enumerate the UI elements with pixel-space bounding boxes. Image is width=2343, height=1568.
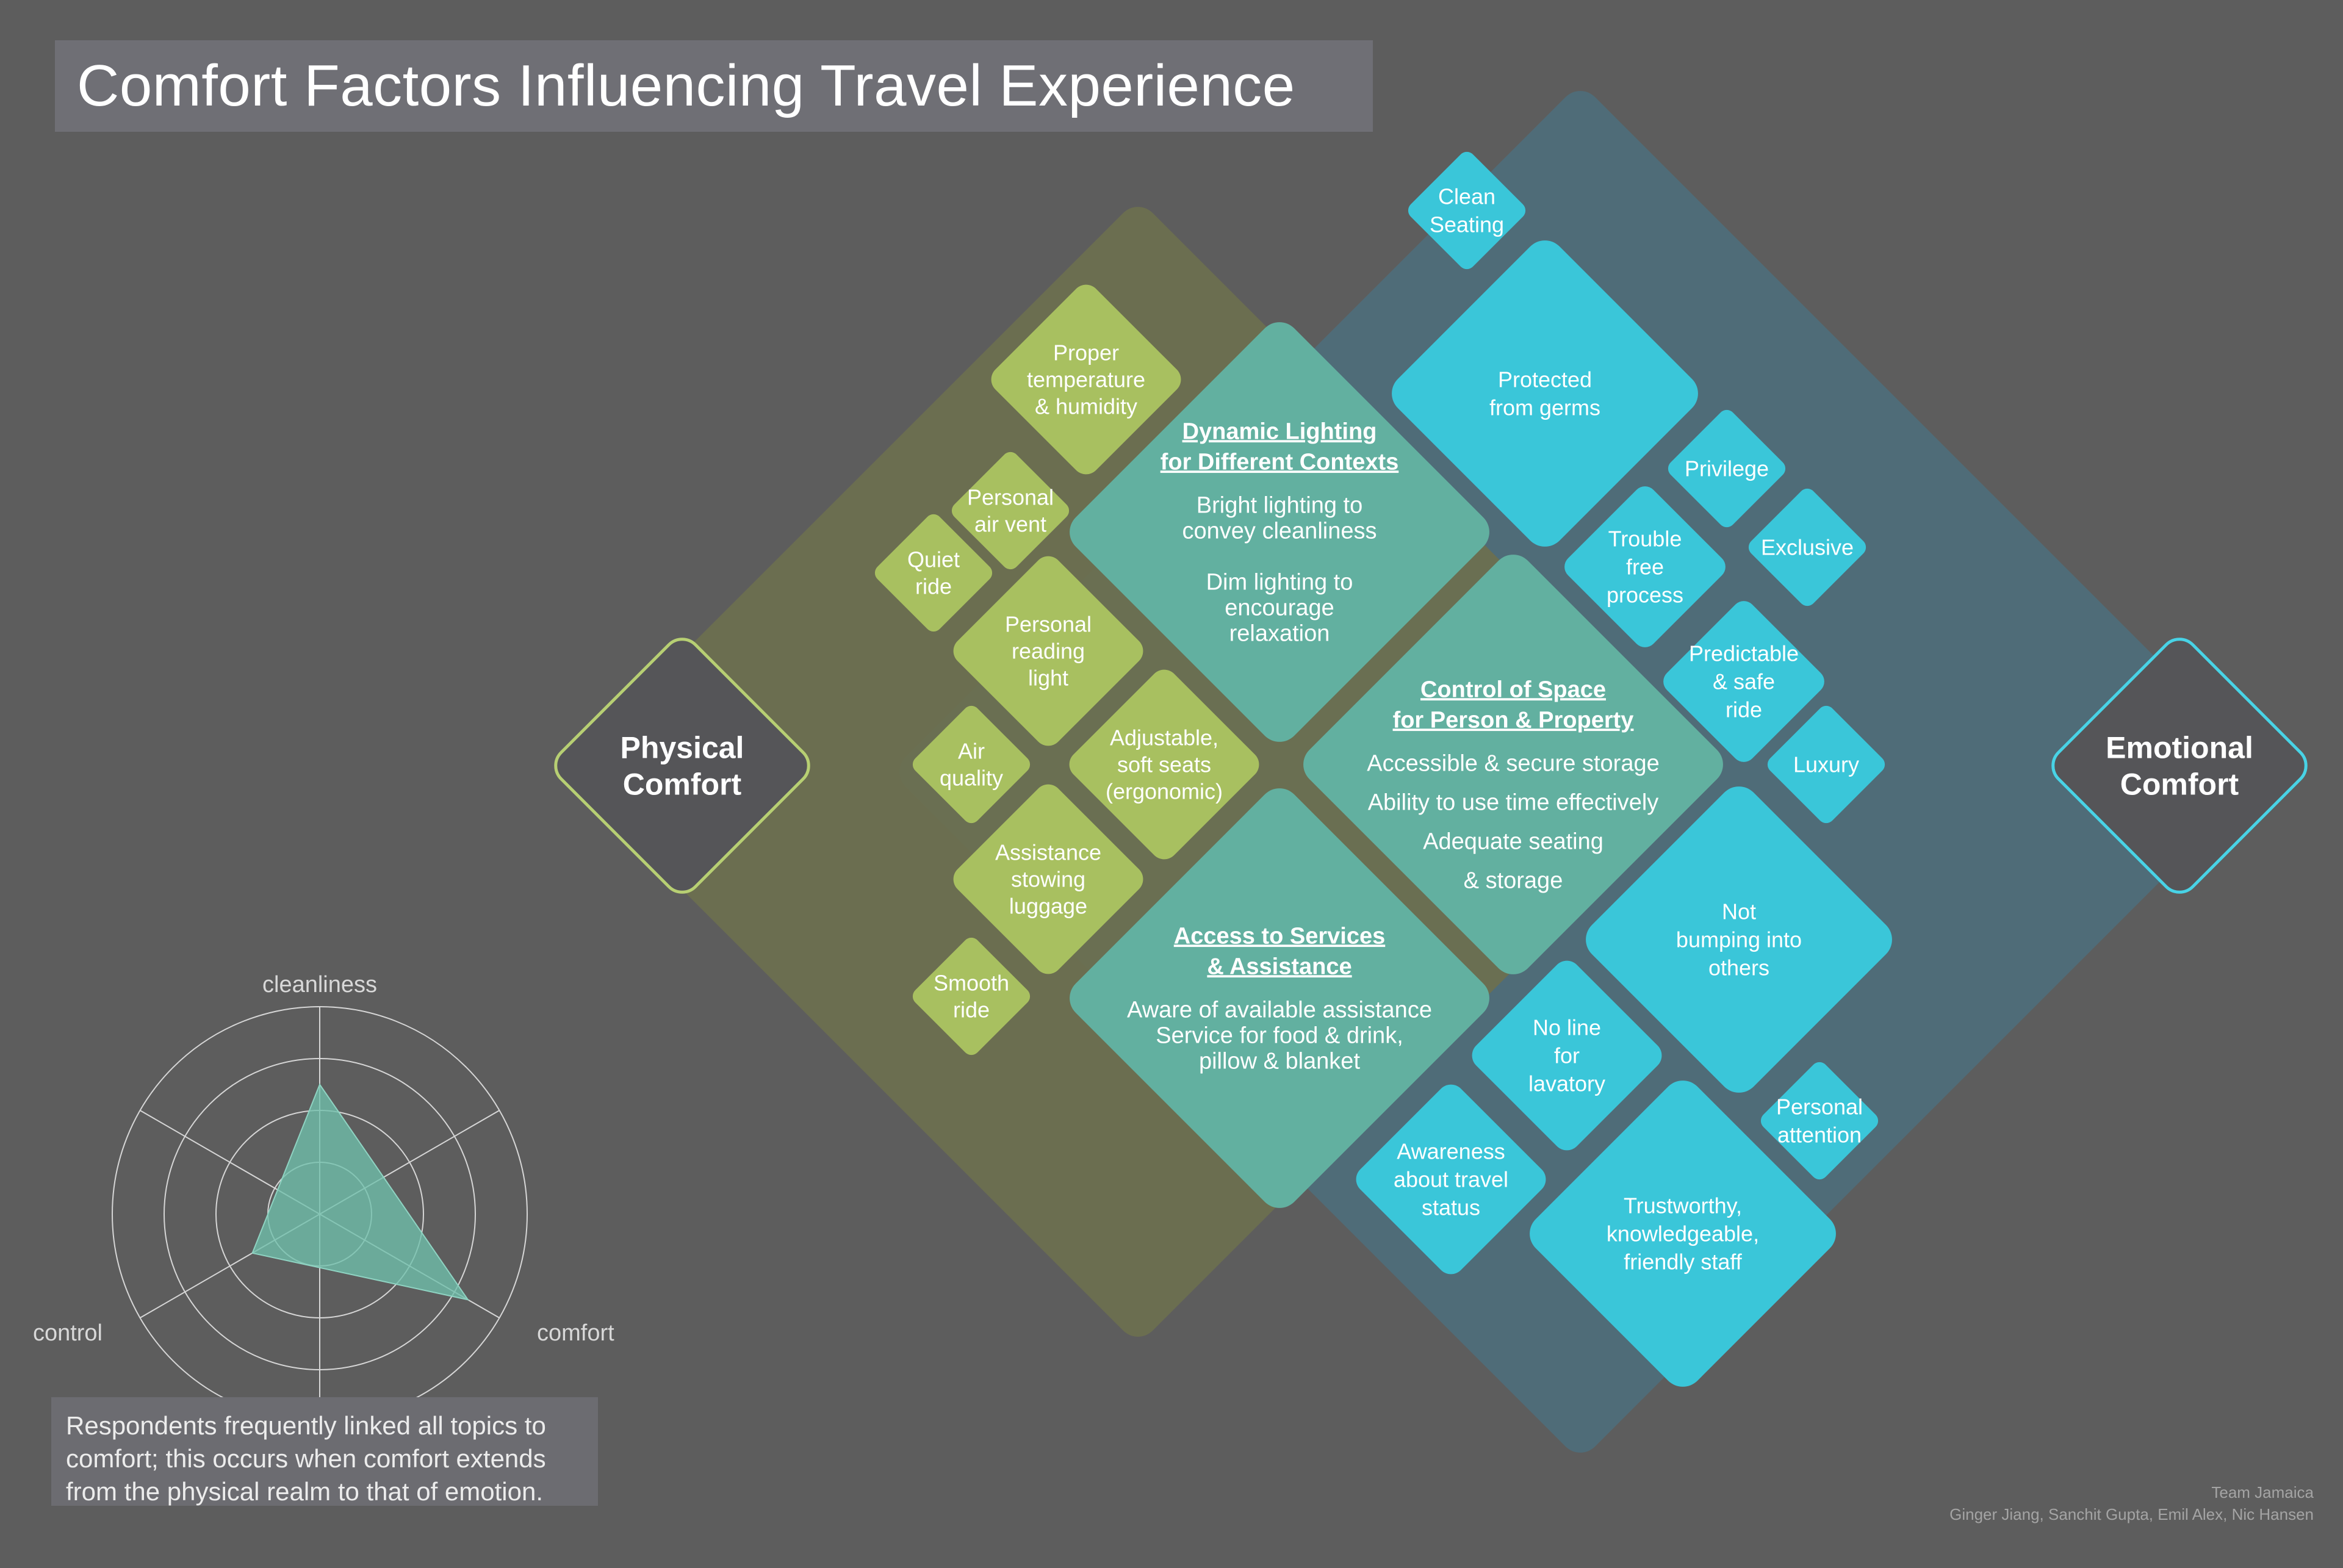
emotional-item-not-bumping <box>1586 786 1892 1093</box>
emotional-item-luxury <box>1767 705 1885 824</box>
emotional-item-label: Luxury <box>1793 752 1859 777</box>
physical-item-personal-reading-light <box>953 556 1143 746</box>
emotional-item-label: Trustworthy,knowledgeable,friendly staff <box>1607 1193 1759 1275</box>
emotional-item-trustworthy-staff <box>1530 1081 1836 1387</box>
radar-axis-label-comfort: comfort <box>537 1320 614 1346</box>
overlap-item-heading: Access to Services& Assistance <box>1174 923 1385 979</box>
emotional-item-personal-attention <box>1760 1062 1879 1180</box>
title-banner: Comfort Factors Influencing Travel Exper… <box>55 40 1373 132</box>
emotional-item-trouble-free-process <box>1564 486 1726 647</box>
physical-item-smooth-ride <box>912 937 1031 1056</box>
emotional-item-protected-from-germs <box>1392 240 1698 547</box>
radar-chart: cleanliness comfort control <box>33 972 614 1422</box>
overlap-item-control-of-space <box>1303 555 1723 974</box>
overlap-item-dynamic-lighting <box>1070 322 1489 742</box>
physical-item-personal-air-vent <box>951 451 1070 570</box>
credits: Team Jamaica Ginger Jiang, Sanchit Gupta… <box>1949 1481 2314 1525</box>
emotional-item-awareness-travel-status <box>1356 1084 1546 1275</box>
page-title: Comfort Factors Influencing Travel Exper… <box>77 53 1295 118</box>
physical-item-air-quality <box>912 705 1031 824</box>
physical-item-proper-temperature <box>991 284 1181 475</box>
team-members: Ginger Jiang, Sanchit Gupta, Emil Alex, … <box>1949 1505 2314 1523</box>
physical-item-assistance-stowing-luggage <box>953 784 1143 974</box>
physical-item-adjustable-seats <box>1069 669 1259 860</box>
physical-comfort-diamond <box>554 638 810 894</box>
overlap-item-access-to-services <box>1070 788 1489 1208</box>
team-name: Team Jamaica <box>2211 1483 2314 1501</box>
emotional-item-exclusive <box>1748 488 1866 606</box>
physical-item-quiet-ride <box>874 514 993 632</box>
physical-item-label: Adjustable,soft seats(ergonomic) <box>1106 725 1223 804</box>
radar-axis-label-cleanliness: cleanliness <box>262 972 377 998</box>
emotional-item-label: Privilege <box>1685 456 1769 481</box>
emotional-item-clean-seating <box>1408 151 1526 270</box>
emotional-item-privilege <box>1668 409 1786 528</box>
note-text: Respondents frequently linked all topics… <box>66 1411 546 1506</box>
emotional-comfort-diamond <box>2051 638 2308 894</box>
radar-axis-label-control: control <box>33 1320 103 1346</box>
radar-area <box>251 1083 470 1301</box>
emotional-item-no-line-lavatory <box>1472 960 1662 1151</box>
note-box: Respondents frequently linked all topics… <box>51 1397 598 1506</box>
emotional-item-predictable-safe-ride <box>1663 601 1824 762</box>
emotional-item-label: Exclusive <box>1761 535 1854 560</box>
